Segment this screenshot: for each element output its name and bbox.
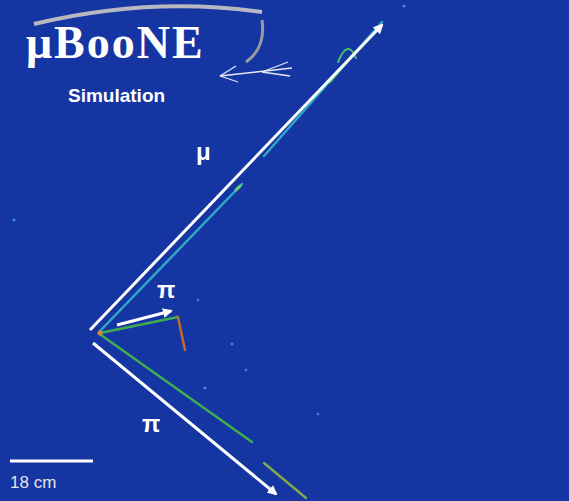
logo-neutrino-arrow (220, 62, 292, 82)
scale-label: 18 cm (10, 474, 56, 491)
logo-swoosh (246, 20, 263, 62)
logo-subtitle: Simulation (68, 86, 165, 105)
particle-label: π (142, 412, 160, 436)
particle-label: μ (196, 140, 211, 164)
noise-hits (13, 5, 406, 416)
particle-label: π (157, 278, 175, 302)
logo-text: μBooNE (26, 20, 205, 66)
scale-bar (10, 460, 93, 463)
